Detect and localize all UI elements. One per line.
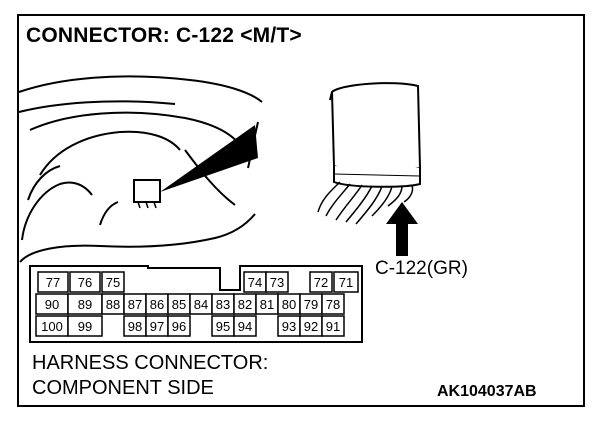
pin-box — [167, 315, 191, 337]
pin-cell: 79 — [299, 293, 323, 315]
pin-number: 80 — [282, 297, 296, 312]
pin-grid: 77 76 75 74 73 72 71 90 89 88 87 86 85 84 83 82 81 80 79 78… — [35, 271, 359, 337]
connector-title: CONNECTOR: C-122 <M/T> — [26, 24, 302, 47]
pin-number: 100 — [41, 319, 63, 334]
pin-cell: 92 — [299, 315, 323, 337]
pin-cell: 100 — [35, 315, 69, 337]
harness-note-line2: COMPONENT SIDE — [32, 377, 214, 399]
pin-cell: 76 — [69, 271, 101, 293]
pin-cell: 74 — [243, 271, 267, 293]
pin-cell: 96 — [167, 315, 191, 337]
callout-arrow — [386, 202, 418, 256]
pin-box — [321, 293, 345, 315]
pin-cell: 88 — [101, 293, 125, 315]
pin-cell: 85 — [167, 293, 191, 315]
connector-face — [29, 265, 363, 343]
pin-cell: 91 — [321, 315, 345, 337]
pointer-wedge — [160, 125, 258, 192]
pin-number: 79 — [304, 297, 318, 312]
pin-cell: 72 — [309, 271, 333, 293]
pin-cell: 93 — [277, 315, 301, 337]
pin-box — [321, 315, 345, 337]
pin-cell: 84 — [189, 293, 213, 315]
pin-number: 74 — [248, 275, 262, 290]
pin-number: 94 — [238, 319, 252, 334]
pin-number: 88 — [106, 297, 120, 312]
pin-number: 84 — [194, 297, 208, 312]
pin-number: 93 — [282, 319, 296, 334]
pin-cell: 87 — [123, 293, 147, 315]
pin-cell: 75 — [101, 271, 125, 293]
pin-box — [69, 271, 101, 293]
pin-number: 77 — [46, 275, 60, 290]
pin-number: 91 — [326, 319, 340, 334]
pin-number: 82 — [238, 297, 252, 312]
pin-number: 97 — [150, 319, 164, 334]
pin-cell: 98 — [123, 315, 147, 337]
pin-cell: 73 — [265, 271, 289, 293]
pin-box — [309, 271, 333, 293]
pin-box — [67, 315, 103, 337]
pin-number: 98 — [128, 319, 142, 334]
pin-box — [233, 315, 257, 337]
pin-number: 92 — [304, 319, 318, 334]
pin-number: 85 — [172, 297, 186, 312]
pin-number: 71 — [339, 275, 353, 290]
ecu-module — [329, 82, 422, 188]
pin-cell: 78 — [321, 293, 345, 315]
pin-cell: 99 — [67, 315, 103, 337]
pin-cell: 71 — [333, 271, 359, 293]
pin-cell: 90 — [35, 293, 69, 315]
pin-number: 99 — [78, 319, 92, 334]
pin-cell: 81 — [255, 293, 279, 315]
pin-cell: 89 — [67, 293, 103, 315]
pin-cell: 95 — [211, 315, 235, 337]
pin-number: 75 — [106, 275, 120, 290]
pin-cell: 94 — [233, 315, 257, 337]
pin-cell: 86 — [145, 293, 169, 315]
pin-box — [333, 271, 359, 293]
pin-box — [101, 271, 125, 293]
pin-number: 86 — [150, 297, 164, 312]
pin-cell: 82 — [233, 293, 257, 315]
pin-number: 76 — [78, 275, 92, 290]
pin-number: 89 — [78, 297, 92, 312]
figure-code: AK104037AB — [437, 383, 537, 400]
pin-number: 83 — [216, 297, 230, 312]
pin-number: 81 — [260, 297, 274, 312]
pin-cell: 97 — [145, 315, 169, 337]
harness-note-line1: HARNESS CONNECTOR: — [32, 352, 269, 374]
pin-number: 72 — [314, 275, 328, 290]
pin-number: 95 — [216, 319, 230, 334]
connector-callout-label: C-122(GR) — [375, 258, 468, 279]
pin-cell: 83 — [211, 293, 235, 315]
dashboard-drawing — [18, 75, 263, 263]
pin-cell: 80 — [277, 293, 301, 315]
pin-number: 96 — [172, 319, 186, 334]
pin-cell: 77 — [37, 271, 69, 293]
harness-wires — [317, 181, 414, 225]
pin-box — [265, 271, 289, 293]
pin-number: 90 — [45, 297, 59, 312]
dash-connector-marker — [133, 179, 161, 209]
pin-number: 78 — [326, 297, 340, 312]
pin-box — [37, 271, 69, 293]
pin-number: 73 — [270, 275, 284, 290]
pin-number: 87 — [128, 297, 142, 312]
